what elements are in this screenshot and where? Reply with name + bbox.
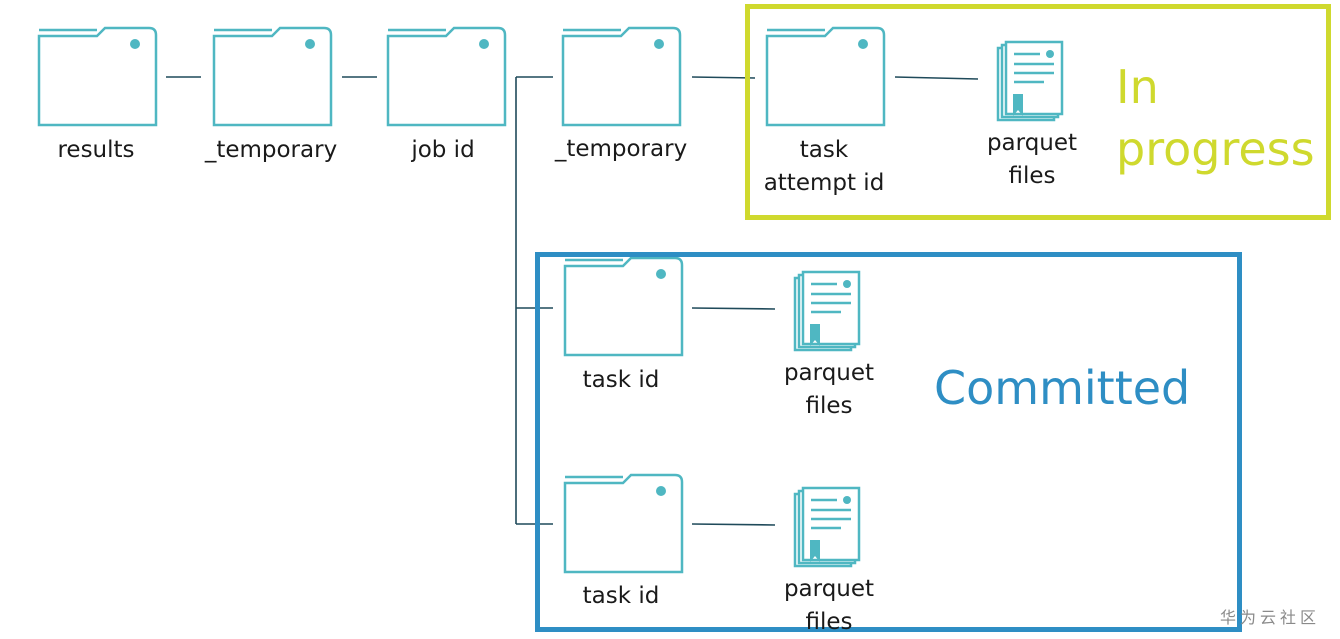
folder-icon <box>386 26 507 127</box>
node-label-parquet-committed-1: parquet files <box>739 357 919 423</box>
label-line: files <box>805 393 853 419</box>
label-line: parquet <box>783 576 875 602</box>
edge-temporary-attempt <box>691 76 756 79</box>
folder-icon <box>561 26 682 127</box>
label-line: files <box>805 609 853 635</box>
node-label-parquet-in-progress: parquet files <box>942 127 1122 193</box>
node-label-task-attempt-id: task attempt id <box>734 134 914 200</box>
edge-attempt-parquet <box>894 76 979 80</box>
committed-title: Committed <box>934 361 1191 415</box>
in-progress-line1: In <box>1116 60 1159 114</box>
in-progress-title: In progress <box>1116 56 1315 180</box>
in-progress-line2: progress <box>1116 122 1315 176</box>
watermark: 华为云社区 <box>1220 608 1321 627</box>
label-line: attempt id <box>763 170 885 196</box>
label-line: parquet <box>783 360 875 386</box>
in-progress-box <box>745 4 1331 220</box>
node-label-temporary-1: _temporary <box>204 137 338 163</box>
edge-taskid1-parquet <box>691 307 776 310</box>
node-label-job-id: job id <box>411 137 475 163</box>
label-line: files <box>1008 163 1056 189</box>
node-label-temporary-2: _temporary <box>554 136 688 162</box>
node-label-results: results <box>57 137 135 163</box>
folder-icon <box>212 26 333 127</box>
folder-icon <box>37 26 158 127</box>
node-label-task-id-1: task id <box>582 367 660 393</box>
label-line: task <box>799 137 849 163</box>
edge-taskid2-parquet <box>691 523 776 526</box>
committed-box <box>535 252 1242 632</box>
label-line: parquet <box>986 130 1078 156</box>
node-label-parquet-committed-2: parquet files <box>739 573 919 639</box>
node-label-task-id-2: task id <box>582 583 660 609</box>
connectors <box>166 76 979 526</box>
